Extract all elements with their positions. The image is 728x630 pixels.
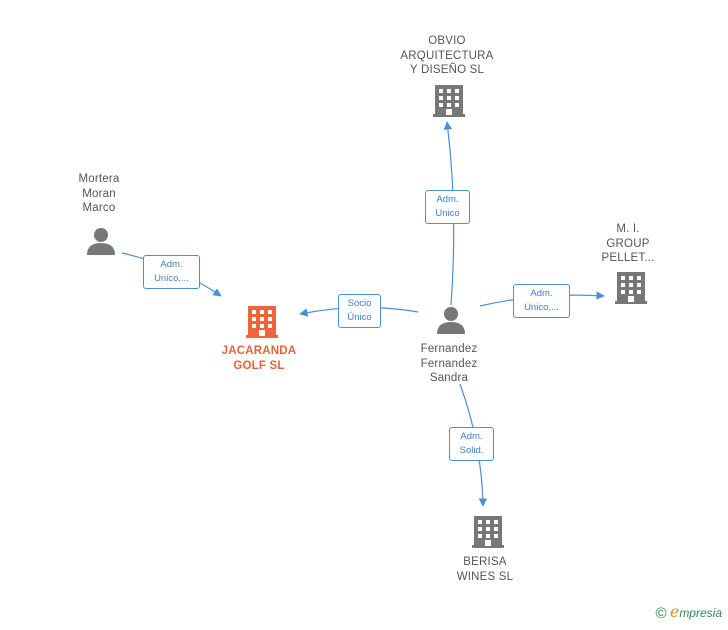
person-icon[interactable] xyxy=(437,307,465,334)
copyright-icon: © xyxy=(655,605,667,622)
node-label-obvio[interactable]: OBVIO ARQUITECTURA Y DISEÑO SL xyxy=(400,35,494,76)
edge-label-fernandez-obvio: Adm. Unico xyxy=(425,190,470,224)
edge-label-mortera-jacaranda: Adm. Unico,... xyxy=(143,255,200,289)
building-icon[interactable] xyxy=(615,272,647,304)
brand-name: mpresia xyxy=(679,606,722,620)
edge-label-fernandez-jacaranda: Socio Único xyxy=(338,294,381,328)
building-icon[interactable] xyxy=(433,85,465,117)
node-label-fernandez[interactable]: Fernandez Fernandez Sandra xyxy=(420,343,478,384)
person-icon[interactable] xyxy=(87,228,115,255)
node-label-berisa[interactable]: BERISA WINES SL xyxy=(456,556,514,583)
brand-e: e xyxy=(669,602,680,621)
node-label-mortera[interactable]: Mortera Moran Marco xyxy=(78,173,120,214)
edge-label-fernandez-berisa: Adm. Solid. xyxy=(449,427,494,461)
building-icon[interactable] xyxy=(472,516,504,548)
node-label-jacaranda[interactable]: JACARANDA GOLF SL xyxy=(221,345,297,372)
node-label-mi-group[interactable]: M. I. GROUP PELLET... xyxy=(601,223,655,264)
empresia-logo: © empresia xyxy=(655,602,722,622)
building-icon[interactable] xyxy=(246,306,278,338)
edge-label-fernandez-migroup: Adm. Unico,... xyxy=(513,284,570,318)
